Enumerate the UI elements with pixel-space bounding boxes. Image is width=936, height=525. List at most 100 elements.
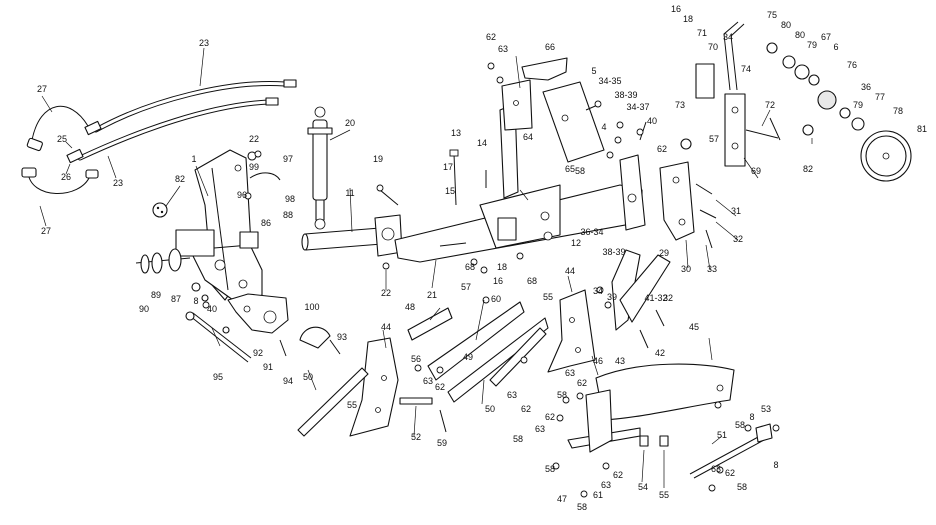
part-label-36-34: 36-34 [580, 227, 603, 237]
part-label-72: 72 [765, 100, 775, 110]
part-label-43: 43 [615, 356, 625, 366]
part-label-95: 95 [213, 372, 223, 382]
part-label-65: 65 [565, 164, 575, 174]
part-label-58: 58 [513, 434, 523, 444]
part-label-62: 62 [486, 32, 496, 42]
part-label-58: 58 [575, 166, 585, 176]
part-label-27: 27 [37, 84, 47, 94]
part-label-47: 47 [557, 494, 567, 504]
part-label-40: 40 [647, 116, 657, 126]
part-label-34-37: 34-37 [626, 102, 649, 112]
part-label-62: 62 [725, 468, 735, 478]
side-plates [611, 161, 695, 331]
hydraulic-hoses [21, 79, 297, 194]
part-label-16: 16 [493, 276, 503, 286]
part-label-63: 63 [423, 376, 433, 386]
part-label-93: 93 [337, 332, 347, 342]
part-label-75: 75 [767, 10, 777, 20]
part-label-38-39: 38-39 [602, 247, 625, 257]
part-label-42: 42 [655, 348, 665, 358]
part-label-40: 40 [207, 304, 217, 314]
part-label-89: 89 [151, 290, 161, 300]
lower-bolts [185, 311, 341, 363]
part-label-62: 62 [545, 412, 555, 422]
part-label-57: 57 [709, 134, 719, 144]
part-label-82: 82 [175, 174, 185, 184]
part-label-63: 63 [601, 480, 611, 490]
part-label-82: 82 [803, 164, 813, 174]
part-label-15: 15 [445, 186, 455, 196]
share-assembly-right [489, 289, 596, 387]
part-label-44: 44 [381, 322, 391, 332]
part-label-19: 19 [373, 154, 383, 164]
part-label-94: 94 [283, 376, 293, 386]
part-label-62: 62 [613, 470, 623, 480]
part-label-33: 33 [707, 264, 717, 274]
part-label-44: 44 [565, 266, 575, 276]
part-label-63: 63 [535, 424, 545, 434]
part-label-62: 62 [435, 382, 445, 392]
part-label-8: 8 [773, 460, 778, 470]
part-label-80: 80 [795, 30, 805, 40]
part-label-32: 32 [663, 293, 673, 303]
part-label-50: 50 [485, 404, 495, 414]
part-label-60: 60 [491, 294, 501, 304]
part-label-57: 57 [461, 282, 471, 292]
moldboard [567, 363, 735, 453]
lift-arm-assembly [175, 149, 289, 334]
part-label-97: 97 [283, 154, 293, 164]
part-label-99: 99 [249, 162, 259, 172]
leader-lines [39, 47, 813, 488]
part-label-63: 63 [565, 368, 575, 378]
part-label-4: 4 [601, 122, 606, 132]
part-label-26: 26 [61, 172, 71, 182]
part-label-73: 73 [675, 100, 685, 110]
part-label-55: 55 [659, 490, 669, 500]
part-label-71: 71 [697, 28, 707, 38]
part-label-64: 64 [523, 132, 533, 142]
part-label-52: 52 [411, 432, 421, 442]
part-label-61: 61 [593, 490, 603, 500]
part-label-39: 39 [607, 292, 617, 302]
part-label-96: 96 [237, 190, 247, 200]
part-label-18: 18 [497, 262, 507, 272]
part-label-58: 58 [545, 464, 555, 474]
part-label-88: 88 [283, 210, 293, 220]
part-label-45: 45 [689, 322, 699, 332]
gauge-wheel-arm [680, 21, 779, 167]
part-label-34: 34 [723, 32, 733, 42]
part-label-86: 86 [261, 218, 271, 228]
left-washers [135, 202, 209, 302]
part-label-56: 56 [411, 354, 421, 364]
part-label-63: 63 [507, 390, 517, 400]
part-label-58: 58 [557, 390, 567, 400]
part-label-1: 1 [191, 154, 196, 164]
part-label-18: 18 [683, 14, 693, 24]
part-label-8: 8 [749, 412, 754, 422]
part-label-21: 21 [427, 290, 437, 300]
part-label-70: 70 [708, 42, 718, 52]
part-label-90: 90 [139, 304, 149, 314]
part-label-17: 17 [443, 162, 453, 172]
part-label-78: 78 [893, 106, 903, 116]
part-label-68: 68 [465, 262, 475, 272]
part-label-79: 79 [853, 100, 863, 110]
part-label-80: 80 [781, 20, 791, 30]
part-label-62: 62 [657, 144, 667, 154]
part-label-22: 22 [381, 288, 391, 298]
part-label-98: 98 [285, 194, 295, 204]
part-label-23: 23 [199, 38, 209, 48]
part-label-48: 48 [405, 302, 415, 312]
upright-and-brackets [499, 57, 605, 199]
part-label-46: 46 [593, 356, 603, 366]
part-label-5: 5 [591, 66, 596, 76]
part-label-34: 34 [593, 286, 603, 296]
part-label-32: 32 [733, 234, 743, 244]
part-label-87: 87 [171, 294, 181, 304]
part-label-63: 63 [498, 44, 508, 54]
part-label-51: 51 [717, 430, 727, 440]
part-label-55: 55 [543, 292, 553, 302]
part-label-59: 59 [437, 438, 447, 448]
